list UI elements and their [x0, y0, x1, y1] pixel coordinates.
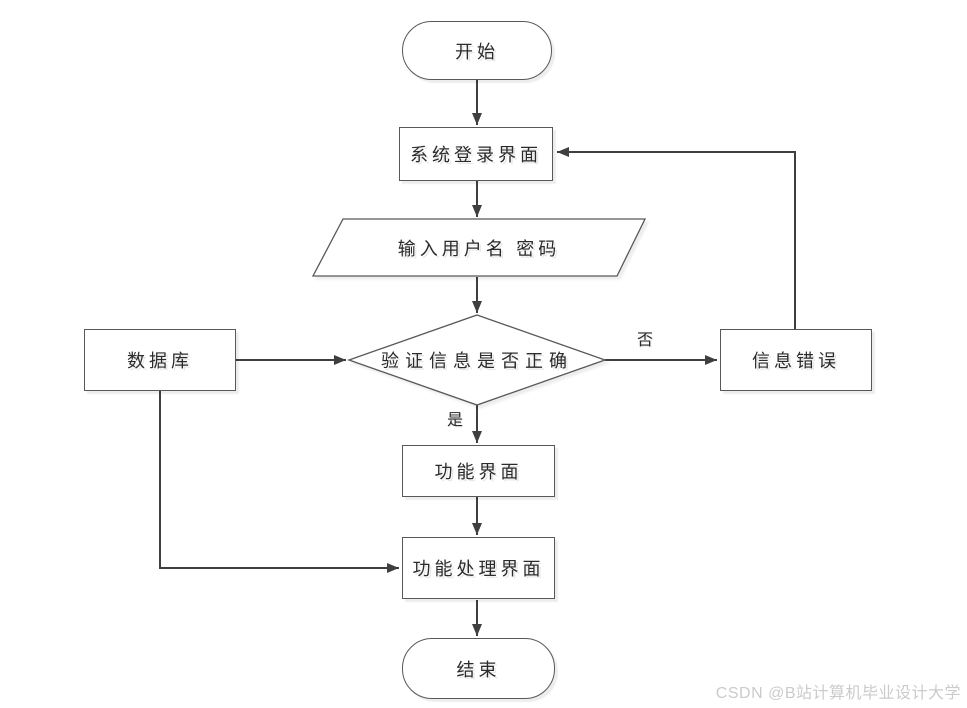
node-start: 开始 [402, 21, 552, 80]
edge-error-login-loop [557, 147, 796, 329]
node-verify-diamond [347, 314, 607, 406]
node-end: 结束 [402, 638, 555, 699]
node-verify-label: 验证信息是否正确 [381, 351, 573, 371]
node-database: 数据库 [84, 329, 236, 391]
edge-label-no: 否 [636, 332, 653, 349]
edge-database-process [159, 391, 399, 573]
node-function-ui: 功能界面 [402, 445, 555, 497]
node-error: 信息错误 [720, 329, 872, 391]
csdn-watermark: CSDN @B站计算机毕业设计大学 [715, 685, 961, 702]
node-login: 系统登录界面 [399, 127, 553, 181]
node-input-parallelogram [311, 218, 647, 277]
node-process-ui: 功能处理界面 [402, 537, 555, 599]
edge-label-yes: 是 [446, 412, 463, 429]
node-input-label: 输入用户名 密码 [397, 238, 561, 259]
